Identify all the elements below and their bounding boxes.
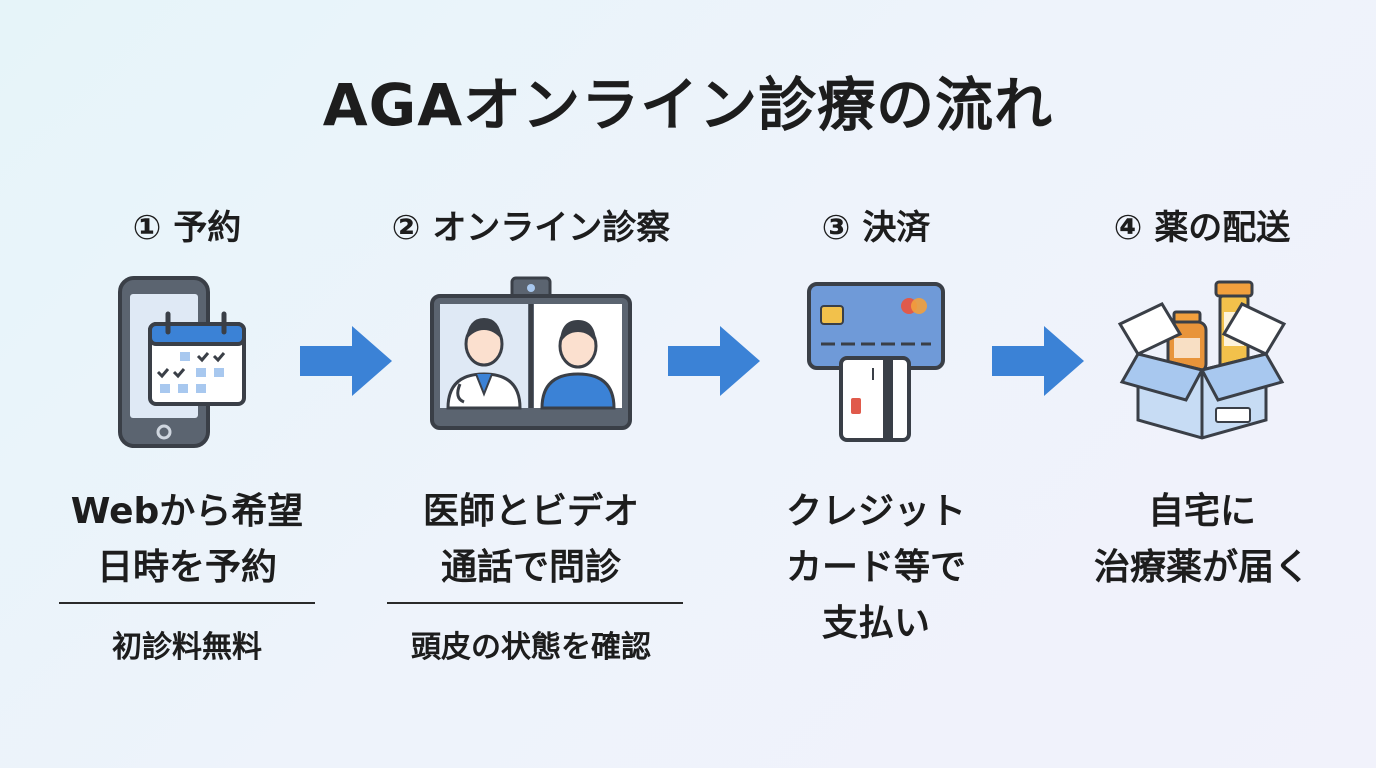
- step-4-number: ④: [1113, 208, 1143, 248]
- step-1-description: Webから希望 日時を予約: [27, 484, 347, 596]
- step-3-desc-line-1: クレジット: [785, 491, 966, 532]
- step-2-title: ② オンライン診察: [371, 200, 691, 249]
- step-3-desc-line-3: 支払い: [821, 603, 930, 644]
- step-2-number: ②: [391, 208, 421, 248]
- step-1-label: 予約: [173, 208, 242, 248]
- arrow-3-icon: [992, 326, 1084, 400]
- step-2-note: 頭皮の状態を確認: [411, 630, 651, 665]
- step-3-desc-line-2: カード等で: [785, 547, 966, 588]
- smartphone-calendar-icon: [112, 272, 262, 456]
- step-2-desc-line-1: 医師とビデオ: [422, 491, 639, 532]
- credit-card-payment-icon: [801, 272, 951, 448]
- step-1-title: ① 予約: [27, 200, 347, 249]
- step-2-desc-line-2: 通話で問診: [440, 547, 621, 588]
- medicine-box-icon: [1112, 272, 1292, 448]
- arrow-1-icon: [300, 326, 392, 400]
- video-call-doctor-icon: [426, 272, 636, 440]
- step-3-title: ③ 決済: [716, 200, 1036, 249]
- step-3-label: 決済: [862, 208, 931, 248]
- step-3-number: ③: [821, 208, 851, 248]
- step-2-description: 医師とビデオ 通話で問診: [371, 484, 691, 596]
- step-4-title: ④ 薬の配送: [1042, 200, 1362, 249]
- step-4-label: 薬の配送: [1154, 208, 1291, 248]
- step-4-desc-line-2: 治療薬が届く: [1093, 547, 1310, 588]
- page-title: AGAオンライン診療の流れ: [322, 71, 1054, 139]
- step-4-description: 自宅に 治療薬が届く: [1042, 484, 1362, 596]
- step-2-divider: [387, 602, 683, 604]
- step-4-desc-line-1: 自宅に: [1147, 491, 1256, 532]
- step-1-number: ①: [132, 208, 162, 248]
- step-1-desc-line-2: 日時を予約: [96, 547, 277, 588]
- step-1-desc-line-1: Webから希望: [70, 491, 304, 532]
- step-2-label: オンライン診察: [432, 208, 671, 248]
- step-1-divider: [59, 602, 315, 604]
- step-3-description: クレジット カード等で 支払い: [716, 484, 1036, 652]
- arrow-2-icon: [668, 326, 760, 400]
- step-1-note: 初診料無料: [112, 630, 262, 665]
